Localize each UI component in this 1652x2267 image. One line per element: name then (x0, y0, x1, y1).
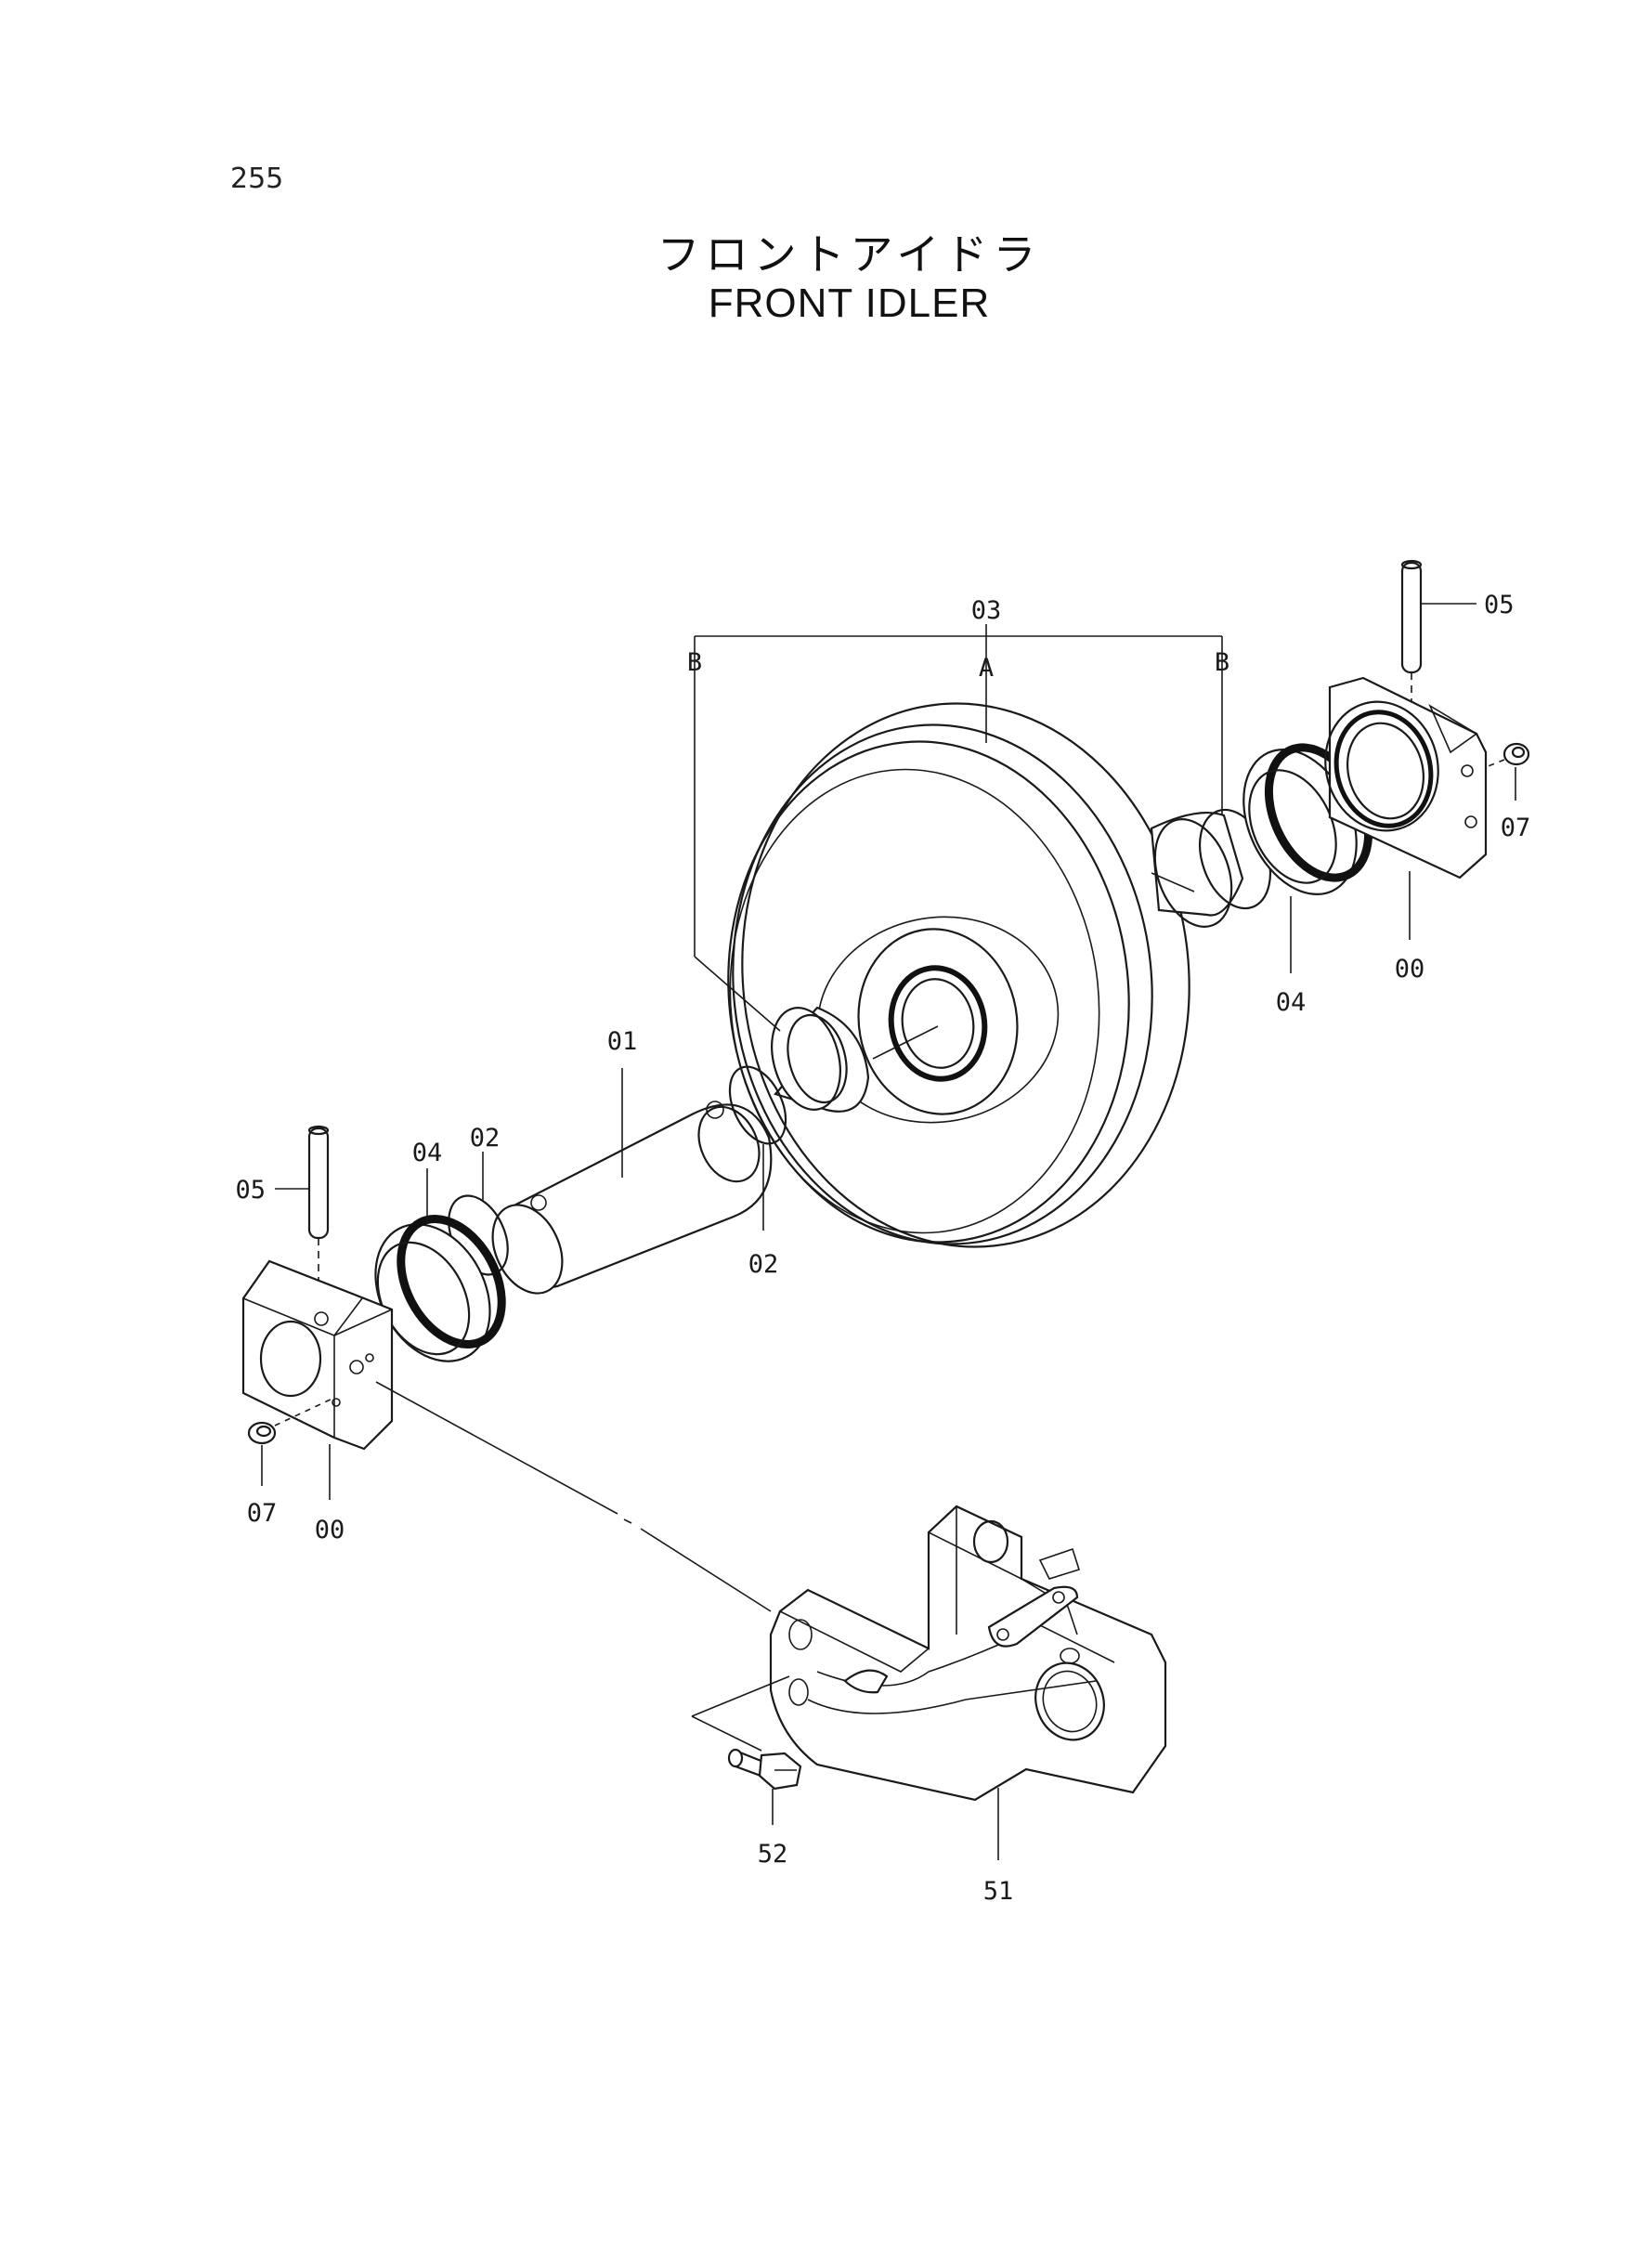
label-b-left: B (687, 648, 702, 677)
page-number: 255 (230, 163, 284, 195)
floating-seal-right (1242, 743, 1373, 973)
label-00-right: 00 (1395, 955, 1425, 984)
label-07-right: 07 (1501, 814, 1531, 842)
assembly-centerline (375, 1381, 772, 1612)
idler-support-left (241, 1259, 394, 1500)
floating-seal-left (374, 1168, 506, 1362)
yoke-bracket (769, 1505, 1167, 1860)
grease-plug-right (1485, 742, 1530, 801)
o-ring-lower (728, 1065, 787, 1231)
label-03: 03 (971, 596, 1002, 625)
label-02-lower: 02 (748, 1250, 779, 1279)
pin-right (1400, 559, 1476, 715)
label-01: 01 (607, 1027, 638, 1056)
label-04-right: 04 (1276, 988, 1307, 1017)
page-title-english: FRONT IDLER (708, 280, 991, 326)
idler-wheel (727, 650, 1190, 1248)
label-07-left: 07 (247, 1499, 278, 1528)
label-05-left: 05 (235, 1176, 266, 1205)
pin-left (275, 1125, 330, 1317)
idler-support-right (1324, 676, 1488, 940)
label-05-right: 05 (1484, 591, 1515, 619)
label-52: 52 (758, 1840, 788, 1869)
assembly-bracket-03 (694, 624, 1223, 650)
label-b-right: B (1215, 648, 1229, 677)
label-a: A (979, 654, 994, 683)
grease-plug-left (247, 1397, 335, 1486)
page-title-japanese: フロントアイドラ (657, 229, 1042, 280)
label-51: 51 (983, 1877, 1014, 1906)
shaft (491, 1068, 773, 1295)
bushing-left (694, 650, 870, 1113)
mounting-bolt (691, 1675, 802, 1825)
label-04-left: 04 (412, 1139, 443, 1167)
label-00-left: 00 (315, 1516, 345, 1544)
label-02-upper: 02 (470, 1124, 501, 1153)
callout-labels: 03 A B B 01 02 02 04 04 05 05 07 07 00 0… (235, 591, 1530, 1906)
